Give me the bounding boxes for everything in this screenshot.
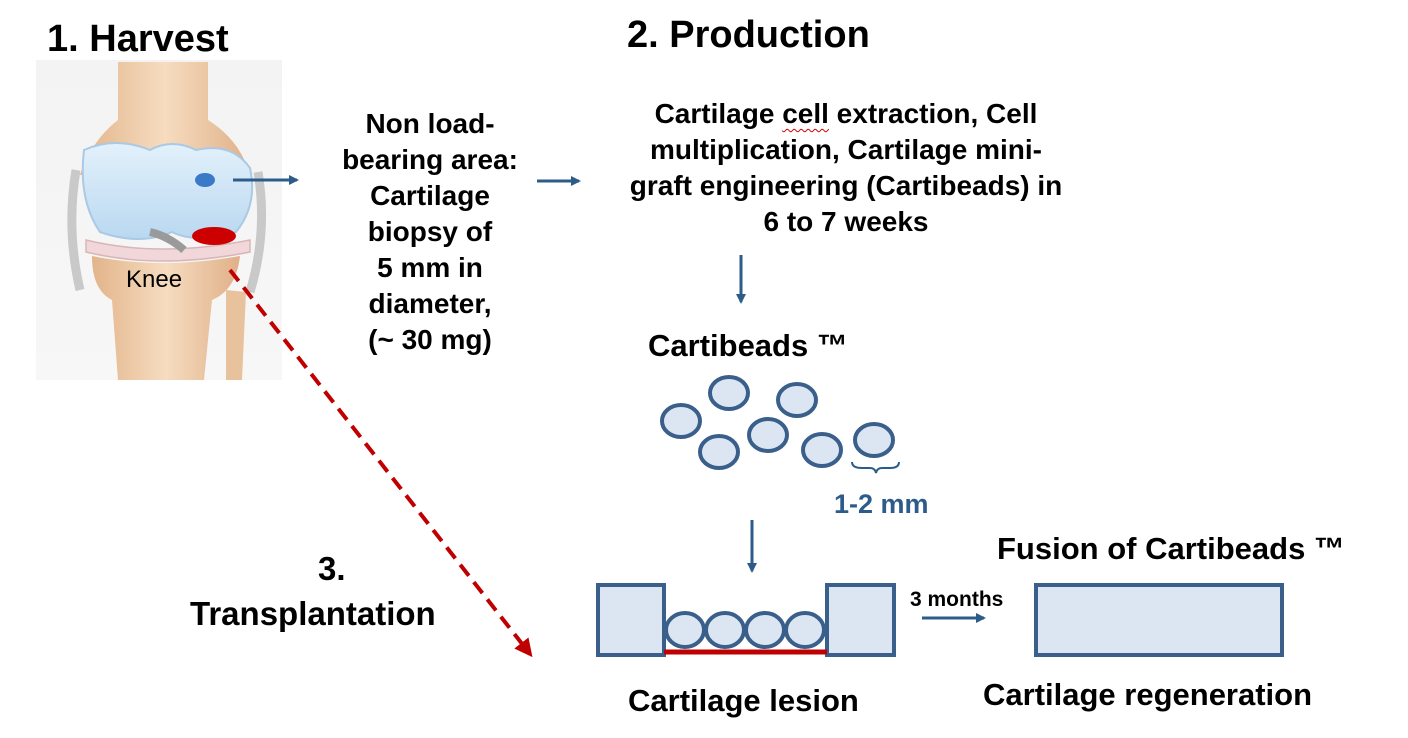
- lesion-spot-red: [192, 227, 236, 245]
- knee-illustration: [36, 60, 282, 380]
- bead: [747, 417, 789, 453]
- bead: [708, 375, 750, 411]
- biopsy-line: bearing area:: [342, 144, 518, 175]
- biopsy-line: (~ 30 mg): [368, 324, 492, 355]
- cartilage-regeneration-label: Cartilage regeneration: [983, 677, 1313, 712]
- bead-size-brace: [851, 461, 900, 474]
- duration-label: 3 months: [910, 588, 1004, 611]
- bead: [664, 611, 706, 649]
- biopsy-line: diameter,: [368, 288, 492, 319]
- bead: [744, 611, 786, 649]
- biopsy-line: Cartilage: [370, 180, 490, 211]
- knee-label: Knee: [126, 266, 183, 293]
- production-line: 6 to 7 weeks: [763, 206, 929, 237]
- cartilage-lesion-graphic: [596, 583, 896, 657]
- transplantation-title: Transplantation: [190, 595, 436, 632]
- bead: [801, 432, 843, 468]
- fusion-label: Fusion of Cartibeads ™: [997, 531, 1345, 566]
- production-text-underlined: cell: [782, 98, 829, 129]
- arrow-transplantation-dashed: [228, 268, 533, 658]
- cartilage-lesion-label: Cartilage lesion: [628, 683, 859, 718]
- bead: [698, 434, 740, 470]
- bead: [660, 403, 702, 439]
- production-text: extraction, Cell: [828, 98, 1038, 129]
- production-line: multiplication, Cartilage mini-: [649, 134, 1043, 165]
- biopsy-description: Non load- bearing area: Cartilage biopsy…: [320, 106, 540, 358]
- production-text: Cartilage: [654, 98, 783, 129]
- biopsy-line: biopsy of: [367, 216, 493, 247]
- bead: [776, 382, 818, 418]
- production-line: Cartilage cell extraction, Cell: [596, 96, 1096, 132]
- production-description: Cartilage cell extraction, Cell multipli…: [596, 96, 1096, 240]
- bead-size-label: 1-2 mm: [834, 489, 929, 519]
- bead: [784, 611, 826, 649]
- cartibeads-cluster: [660, 375, 895, 470]
- cartibeads-label: Cartibeads ™: [648, 328, 848, 363]
- biopsy-line: Non load-: [365, 108, 495, 139]
- cartilage-regeneration-graphic: [1034, 583, 1284, 657]
- bead: [704, 611, 746, 649]
- biopsy-line: 5 mm in: [377, 252, 483, 283]
- production-title: 2. Production: [627, 14, 870, 56]
- production-line: graft engineering (Cartibeads) in: [629, 170, 1063, 201]
- biopsy-spot-blue: [195, 173, 215, 187]
- transplantation-number: 3.: [318, 550, 346, 587]
- harvest-title: 1. Harvest: [47, 18, 229, 60]
- bead: [853, 422, 895, 458]
